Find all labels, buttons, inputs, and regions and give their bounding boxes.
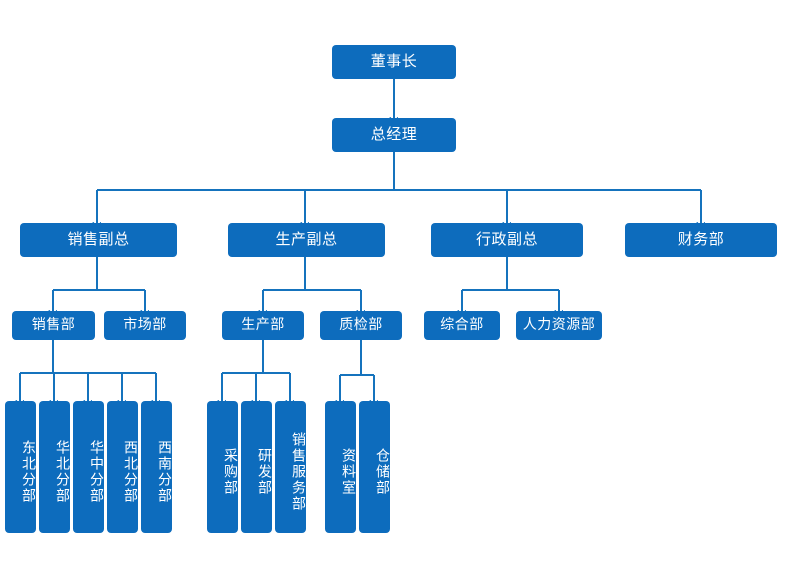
node-vp-admin[interactable]: 行政副总 (431, 223, 583, 257)
node-dept-finance[interactable]: 财务部 (625, 223, 777, 257)
node-dept-sales[interactable]: 销售部 (12, 311, 95, 340)
node-branch-central[interactable]: 华中分部 (73, 401, 104, 533)
node-vp-sales[interactable]: 销售副总 (20, 223, 177, 257)
node-dept-sales-service[interactable]: 销售服务部 (275, 401, 306, 533)
node-dept-quality[interactable]: 质检部 (320, 311, 402, 340)
node-dept-production[interactable]: 生产部 (222, 311, 304, 340)
node-general-manager[interactable]: 总经理 (332, 118, 456, 152)
node-dept-market[interactable]: 市场部 (104, 311, 186, 340)
node-dept-hr[interactable]: 人力资源部 (516, 311, 602, 340)
node-branch-northwest[interactable]: 西北分部 (107, 401, 138, 533)
node-branch-northeast[interactable]: 东北分部 (5, 401, 36, 533)
node-branch-southwest[interactable]: 西南分部 (141, 401, 172, 533)
node-dept-warehouse[interactable]: 仓储部 (359, 401, 390, 533)
node-dept-general-affairs[interactable]: 综合部 (424, 311, 500, 340)
node-chairman[interactable]: 董事长 (332, 45, 456, 79)
node-vp-production[interactable]: 生产副总 (228, 223, 385, 257)
node-dept-archives[interactable]: 资料室 (325, 401, 356, 533)
node-dept-purchasing[interactable]: 采购部 (207, 401, 238, 533)
node-branch-north[interactable]: 华北分部 (39, 401, 70, 533)
node-dept-rnd[interactable]: 研发部 (241, 401, 272, 533)
